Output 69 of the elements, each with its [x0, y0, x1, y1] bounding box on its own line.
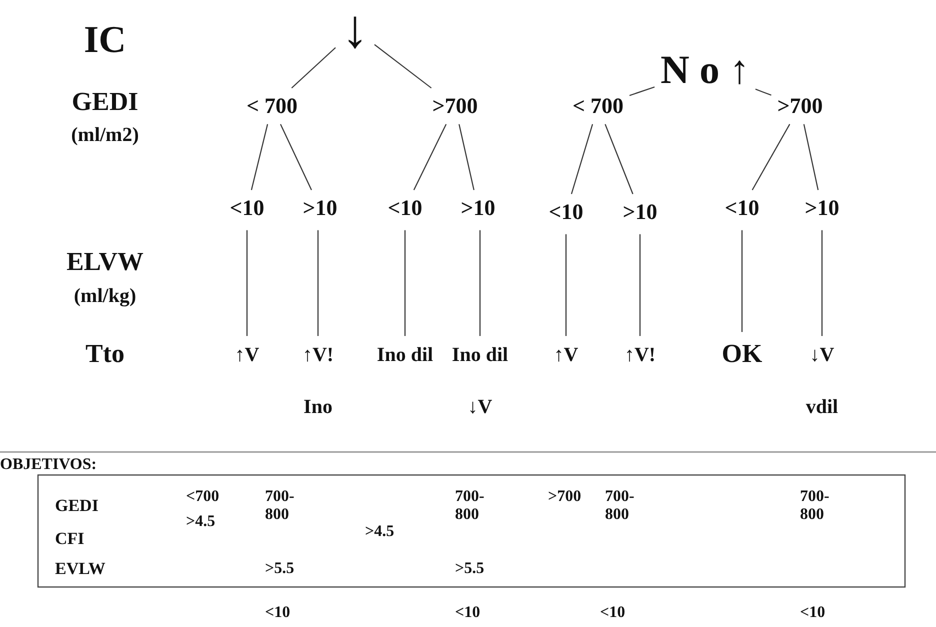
- connector-line: [291, 47, 336, 88]
- table-cell: <10: [800, 604, 826, 622]
- threshold-value: >10: [804, 196, 840, 220]
- threshold-value: < 700: [246, 94, 298, 118]
- treatment-text: ↑V!: [624, 344, 656, 366]
- treatment-text: ↑V!: [302, 344, 334, 366]
- threshold-value: <10: [388, 196, 422, 220]
- table-cell-text: 700- 800: [605, 488, 636, 524]
- table-cell: EVLW: [55, 560, 106, 579]
- row-heading: GEDI: [72, 88, 138, 117]
- connector-line: [755, 88, 772, 96]
- connector-line: [317, 230, 319, 336]
- connector-line: [413, 124, 447, 190]
- table-cell: CFI: [55, 530, 84, 549]
- threshold-value: >10: [302, 196, 338, 220]
- row-heading: (ml/kg): [74, 285, 136, 307]
- treatment-text: Ino: [304, 396, 332, 418]
- table-cell: >4.5: [365, 523, 394, 541]
- connector-line: [821, 230, 823, 336]
- threshold-value: <10: [548, 200, 584, 224]
- table-cell: >4.5: [186, 513, 216, 531]
- connector-line: [741, 230, 743, 332]
- connector-line: [246, 230, 248, 336]
- table-cell-text: 700- 800: [800, 488, 830, 524]
- treatment-text: OK: [722, 340, 762, 369]
- row-heading: IC: [84, 20, 126, 62]
- connector-line: [639, 234, 641, 336]
- threshold-value: >10: [460, 196, 496, 220]
- table-cell: <10: [455, 604, 480, 622]
- threshold-value: <10: [724, 196, 760, 220]
- connector-line: [570, 124, 594, 194]
- connector-line: [374, 44, 432, 88]
- table-cell: >5.5: [265, 560, 294, 578]
- connector-line: [404, 230, 406, 336]
- connector-line: [479, 230, 481, 336]
- treatment-text: ↑V: [234, 344, 260, 366]
- table-cell: GEDI: [55, 497, 98, 516]
- connector-line: [803, 124, 819, 190]
- connector-line: [458, 124, 474, 190]
- table-cell-text: 700- 800: [265, 488, 296, 524]
- treatment-text: vdil: [806, 396, 838, 418]
- connector-line: [565, 234, 567, 336]
- table-cell: <10: [265, 604, 290, 622]
- threshold-value: >700: [432, 94, 478, 118]
- row-heading: Tto: [86, 340, 124, 369]
- table-cell: <700: [186, 488, 220, 506]
- table-cell: >5.5: [455, 560, 484, 578]
- row-heading: (ml/m2): [71, 124, 139, 146]
- threshold-value: >700: [777, 94, 823, 118]
- threshold-value: >10: [622, 200, 658, 224]
- connector-line: [280, 124, 312, 190]
- threshold-value: < 700: [572, 94, 624, 118]
- table-cell: >700: [548, 488, 582, 506]
- connector-line: [629, 86, 655, 96]
- treatment-text: Ino dil: [452, 344, 508, 366]
- treatment-text: ↓V: [468, 396, 492, 418]
- connector-line: [250, 124, 268, 190]
- table-cell: <10: [600, 604, 626, 622]
- treatment-text: ↑V: [554, 344, 578, 366]
- threshold-value: <10: [230, 196, 264, 220]
- section-heading: OBJETIVOS:: [0, 456, 97, 474]
- connector-line: [752, 124, 790, 190]
- connector-line: [604, 124, 634, 194]
- down-arrow-glyph: ↓: [342, 0, 368, 60]
- table-cell-text: 700- 800: [455, 488, 486, 524]
- treatment-text: ↓V: [810, 344, 834, 366]
- treatment-text: Ino dil: [376, 344, 434, 366]
- branch-label: N o ↑: [660, 48, 750, 92]
- row-heading: ELVW: [66, 248, 144, 277]
